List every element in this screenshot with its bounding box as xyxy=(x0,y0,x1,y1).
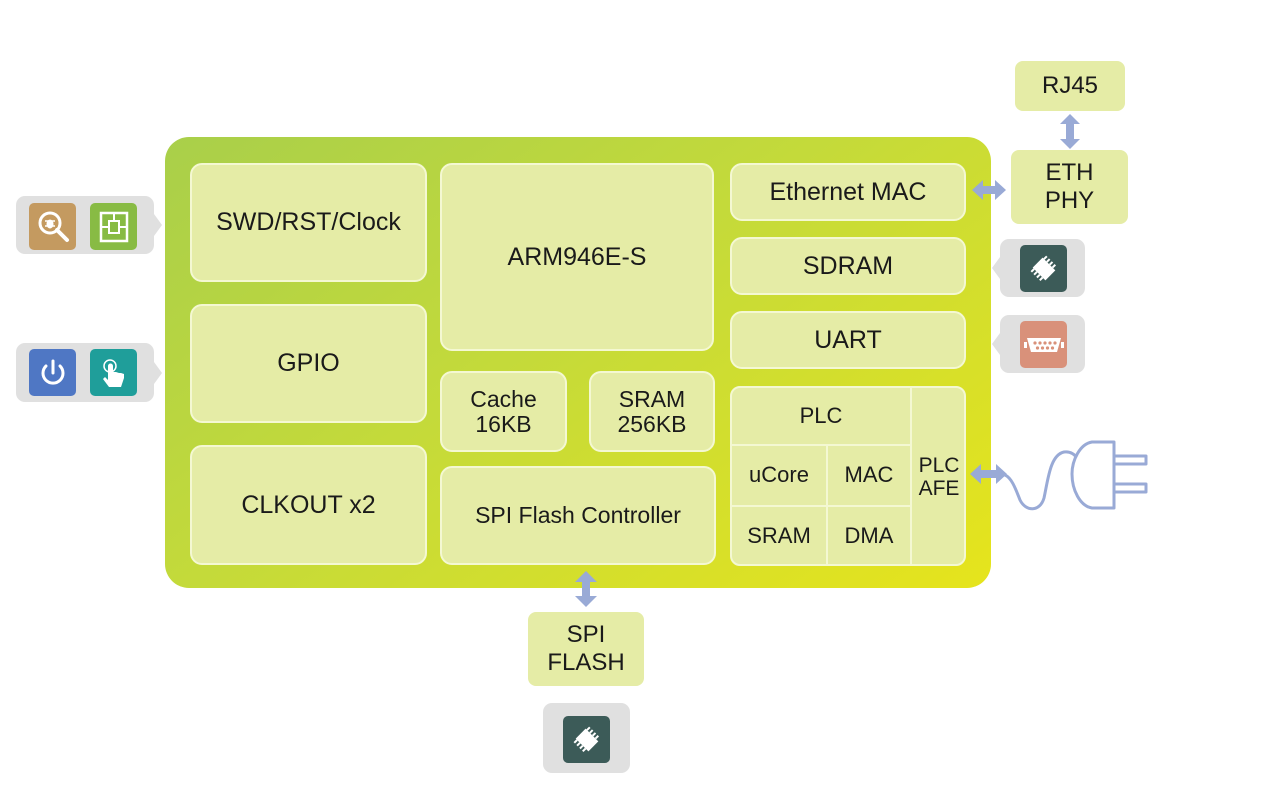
uart-label: UART xyxy=(814,325,882,354)
circuit-board-icon xyxy=(90,203,137,250)
sram-label-line1: SRAM xyxy=(618,386,686,413)
plc-divider-mid xyxy=(732,505,910,507)
plc-mac-text: MAC xyxy=(844,462,894,488)
serial-port-icon xyxy=(1020,321,1067,368)
plc-dma: DMA xyxy=(828,507,910,564)
swd-rst-clock-label: SWD/RST/Clock xyxy=(216,208,401,237)
cache-block: Cache 16KB xyxy=(440,371,567,452)
plc-title: PLC xyxy=(732,388,910,444)
arrow-mac-phy xyxy=(972,180,1006,200)
plc-divider-top xyxy=(732,444,910,446)
spi-flash-block: SPI FLASH xyxy=(528,612,644,686)
plc-afe-line1: PLC xyxy=(918,453,960,477)
touch-hand-icon xyxy=(90,349,137,396)
spi-flash-controller-block: SPI Flash Controller xyxy=(440,466,716,565)
ethernet-mac-block: Ethernet MAC xyxy=(730,163,966,221)
gpio-label: GPIO xyxy=(277,349,340,378)
plc-afe: PLC AFE xyxy=(912,388,964,564)
plc-ucore: uCore xyxy=(732,446,826,505)
ethernet-mac-label: Ethernet MAC xyxy=(769,177,927,206)
rj45-block: RJ45 xyxy=(1015,61,1125,111)
plc-sram-text: SRAM xyxy=(747,523,811,549)
plc-ucore-text: uCore xyxy=(749,462,809,488)
cache-label-line1: Cache xyxy=(470,386,537,413)
flash-chip-icon xyxy=(563,716,610,763)
clkout-block: CLKOUT x2 xyxy=(190,445,427,565)
cache-label-line2: 16KB xyxy=(475,410,532,437)
uart-block: UART xyxy=(730,311,966,369)
arrow-spi-flash xyxy=(575,571,597,607)
plc-afe-line2: AFE xyxy=(918,477,960,500)
bug-magnifier-icon xyxy=(29,203,76,250)
spi-flash-controller-label: SPI Flash Controller xyxy=(475,502,681,529)
plc-divider-afe xyxy=(910,388,912,564)
eth-phy-line1: ETH xyxy=(1045,159,1094,187)
arrow-plc-plug xyxy=(970,464,1007,484)
power-icon xyxy=(29,349,76,396)
arm-cpu-block: ARM946E-S xyxy=(440,163,714,351)
arm-cpu-label: ARM946E-S xyxy=(507,242,647,271)
plc-divider-center xyxy=(826,444,828,564)
eth-phy-block: ETH PHY xyxy=(1011,150,1128,224)
sdram-label: SDRAM xyxy=(802,251,894,280)
plc-sram: SRAM xyxy=(732,507,826,564)
rj45-label: RJ45 xyxy=(1041,72,1099,100)
gpio-block: GPIO xyxy=(190,304,427,423)
clkout-label: CLKOUT x2 xyxy=(241,490,376,519)
memory-chip-icon xyxy=(1020,245,1067,292)
plc-title-text: PLC xyxy=(799,402,843,428)
arrow-rj45-phy xyxy=(1060,114,1080,149)
plc-mac: MAC xyxy=(828,446,910,505)
spi-flash-line1: SPI xyxy=(566,621,606,649)
sram-block: SRAM 256KB xyxy=(589,371,715,452)
plc-block: PLC uCore MAC SRAM DMA PLC AFE xyxy=(730,386,966,566)
power-plug-icon xyxy=(1003,440,1148,511)
sdram-block: SDRAM xyxy=(730,237,966,295)
plc-dma-text: DMA xyxy=(844,523,894,549)
sram-label-line2: 256KB xyxy=(617,410,687,437)
spi-flash-line2: FLASH xyxy=(547,649,625,676)
swd-rst-clock-block: SWD/RST/Clock xyxy=(190,163,427,282)
eth-phy-line2: PHY xyxy=(1044,187,1095,214)
